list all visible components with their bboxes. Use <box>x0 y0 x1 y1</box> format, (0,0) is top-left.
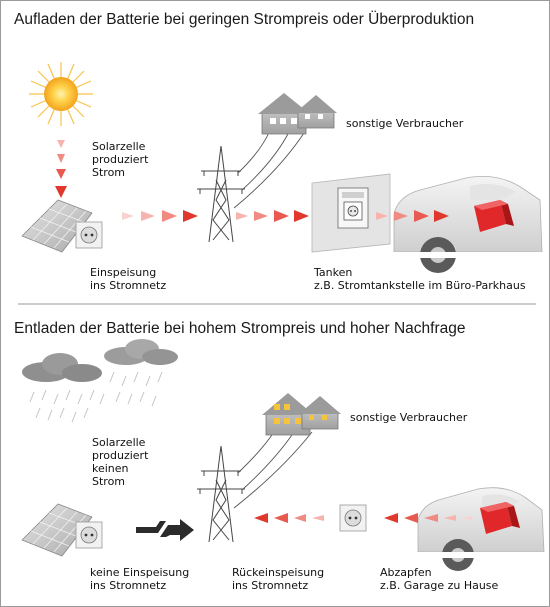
top-solar-label-line: produziert <box>92 153 149 166</box>
power-pylon-icon <box>197 445 245 543</box>
socket-icon <box>75 221 103 249</box>
bottom-refeed-label-line: Rückeinspeisung <box>232 566 325 579</box>
top-solar-label-line: Solarzelle <box>92 140 146 153</box>
power-lines <box>233 129 307 209</box>
flow-arrows-bottom <box>254 513 472 523</box>
bottom-refeed-label-line: ins Stromnetz <box>232 579 309 592</box>
bottom-nofeed-label-line: ins Stromnetz <box>90 579 167 592</box>
electric-car-icon <box>417 487 546 571</box>
top-consumers-label: sonstige Verbraucher <box>346 117 464 130</box>
socket-icon <box>339 504 367 532</box>
charging-station-icon <box>311 173 391 253</box>
top-feed-label-line: ins Stromnetz <box>90 279 167 292</box>
battery-icon <box>474 200 514 232</box>
rain-cloud-icon <box>22 339 178 423</box>
bottom-solar-label-line: keinen <box>92 462 129 475</box>
socket-icon <box>75 521 103 549</box>
bottom-solar-label-line: Solarzelle <box>92 436 146 449</box>
bottom-draw-label-line: Abzapfen <box>380 566 432 579</box>
top-solar-label: Solarzelle produziert Strom <box>92 140 148 179</box>
power-pylon-icon <box>197 145 245 243</box>
top-panel-title: Aufladen der Batterie bei geringen Strom… <box>14 11 475 28</box>
solar-panel-icon <box>21 199 93 253</box>
battery-icon <box>480 502 520 534</box>
top-feed-label-line: Einspeisung <box>90 266 157 279</box>
power-lines <box>233 431 313 509</box>
bottom-refeed-label: Rückeinspeisung ins Stromnetz <box>232 566 324 592</box>
flow-arrows-top <box>122 210 449 222</box>
bottom-solar-label: Solarzelle produziert keinen Strom <box>92 436 148 488</box>
top-solar-label-line: Strom <box>92 166 126 179</box>
bottom-consumers-label: sonstige Verbraucher <box>350 411 468 424</box>
bottom-panel-title: Entladen der Batterie bei hohem Strompre… <box>14 320 466 337</box>
solar-panel-icon <box>21 503 93 557</box>
electric-car-icon <box>393 175 544 273</box>
houses-icon <box>262 393 341 436</box>
broken-arrow-icon <box>136 519 194 541</box>
sun-icon <box>29 62 93 126</box>
bottom-draw-label: Abzapfen z.B. Garage zu Hause <box>380 566 498 592</box>
sun-ray-arrows <box>55 140 67 198</box>
bottom-draw-label-line: z.B. Garage zu Hause <box>380 579 499 592</box>
top-tank-label: Tanken z.B. Stromtankstelle im Büro-Park… <box>314 266 526 292</box>
bottom-nofeed-label: keine Einspeisung ins Stromnetz <box>90 566 189 592</box>
top-tank-label-line: Tanken <box>314 266 353 279</box>
top-tank-label-line: z.B. Stromtankstelle im Büro-Parkhaus <box>314 279 526 292</box>
top-feed-label: Einspeisung ins Stromnetz <box>90 266 166 292</box>
bottom-nofeed-label-line: keine Einspeisung <box>90 566 190 579</box>
bottom-solar-label-line: Strom <box>92 475 126 488</box>
bottom-solar-label-line: produziert <box>92 449 149 462</box>
houses-icon <box>258 93 337 135</box>
